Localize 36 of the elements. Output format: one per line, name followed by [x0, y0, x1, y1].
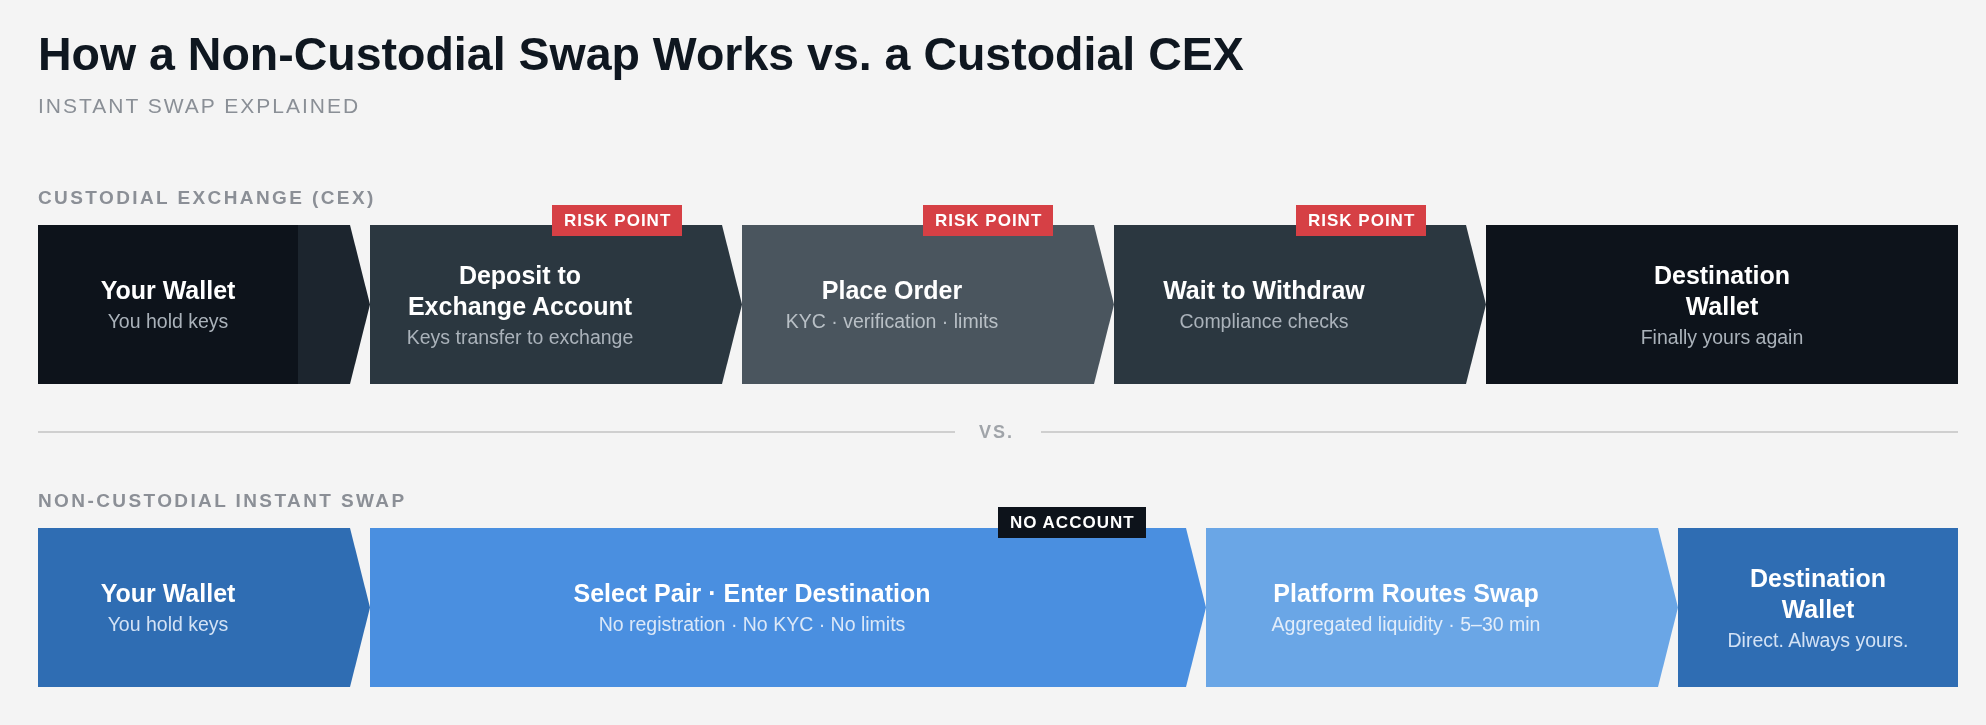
- process-step: [38, 528, 370, 687]
- step-description: Aggregated liquidity · 5–30 min: [1271, 612, 1541, 637]
- step-description: Compliance checks: [1179, 309, 1349, 334]
- step-title: Your Wallet: [100, 275, 236, 306]
- step-description: KYC · verification · limits: [785, 309, 999, 334]
- step-title: Your Wallet: [100, 578, 236, 609]
- process-step: [38, 225, 370, 384]
- process-step: [1206, 528, 1678, 687]
- process-step: [1486, 225, 1958, 384]
- process-step: [1678, 528, 1958, 687]
- step-title: Platform Routes Swap: [1273, 578, 1539, 609]
- subtitle: INSTANT SWAP EXPLAINED: [38, 94, 361, 118]
- step-title: Select Pair · Enter Destination: [573, 578, 931, 609]
- step-title: Place Order: [821, 275, 963, 306]
- notice-badge: NO ACCOUNT: [998, 507, 1146, 538]
- step-description: Finally yours again: [1640, 324, 1804, 350]
- step-title: Destination Wallet: [1652, 259, 1792, 322]
- process-step: [370, 225, 742, 384]
- step-description: Keys transfer to exchange: [406, 324, 634, 350]
- process-step: [1114, 225, 1486, 384]
- step-description: You hold keys: [107, 309, 229, 334]
- step-description: You hold keys: [107, 612, 229, 637]
- divider-label: VS.: [979, 422, 1014, 442]
- risk-badge: RISK POINT: [923, 205, 1054, 236]
- section-heading: NON-CUSTODIAL INSTANT SWAP: [38, 490, 407, 512]
- risk-badge: RISK POINT: [1296, 205, 1427, 236]
- step-title: Deposit to Exchange Account: [406, 259, 634, 322]
- section-heading: CUSTODIAL EXCHANGE (CEX): [38, 187, 376, 209]
- process-step: [370, 528, 1206, 687]
- step-description: No registration · No KYC · No limits: [598, 612, 906, 637]
- process-step: [742, 225, 1114, 384]
- risk-badge: RISK POINT: [552, 205, 683, 236]
- step-description: Direct. Always yours.: [1727, 627, 1909, 653]
- step-title: Wait to Withdraw: [1163, 275, 1365, 306]
- page-title: How a Non-Custodial Swap Works vs. a Custodial CEX: [38, 28, 1244, 80]
- step-title: Destination Wallet: [1748, 562, 1888, 625]
